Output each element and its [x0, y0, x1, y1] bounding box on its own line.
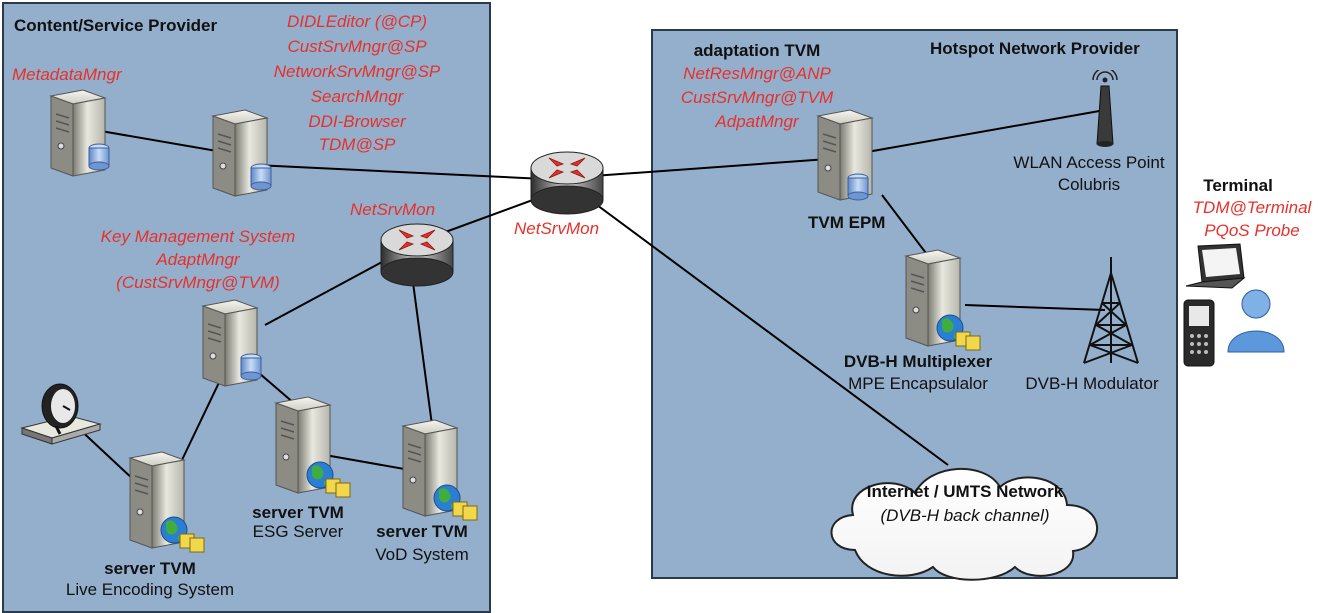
live-server-sub: Live Encoding System — [65, 580, 235, 599]
kms-label-2: AdaptMngr — [156, 250, 240, 269]
center-router-label: NetSrvMon — [514, 219, 600, 238]
cp-label-2: CustSrvMngr@SP — [287, 37, 427, 56]
link-router-cloud — [569, 184, 949, 466]
cloud-title: Internet / UMTS Network — [866, 482, 1064, 501]
link-router-epm — [564, 157, 843, 179]
link-mux-modulator — [964, 304, 1106, 311]
terminal-title: Terminal — [1203, 176, 1273, 195]
metadata-server-icon — [49, 89, 110, 177]
cp-label-3: NetworkSrvMngr@SP — [273, 62, 441, 81]
tvm-epm-server-icon — [816, 109, 874, 201]
link-cp-router — [254, 164, 566, 181]
metadata-mngr-label: MetadataMngr — [12, 65, 122, 84]
link-leftrouter-kms — [264, 254, 396, 326]
cp-label-4: SearchMngr — [310, 87, 404, 106]
satellite-dish-icon — [20, 383, 102, 445]
cp-label-5: DDI-Browser — [308, 112, 406, 131]
link-esg-vod — [324, 454, 411, 471]
tvm-epm-label: TVM EPM — [808, 213, 886, 232]
dvbh-multiplexer-server-icon — [904, 249, 981, 351]
kms-label-1: Key Management System — [100, 227, 296, 246]
live-encoding-server-icon — [128, 451, 205, 553]
adaptation-label-1: NetResMngr@ANP — [683, 64, 831, 83]
adaptation-tvm-title: adaptation TVM — [693, 41, 821, 60]
terminal-label-2: PQoS Probe — [1204, 221, 1300, 240]
left-router-label: NetSrvMon — [350, 200, 436, 219]
esg-server-title: server TVM — [252, 503, 344, 522]
adaptation-label-3: AdpatMngr — [715, 112, 799, 131]
vod-server-icon — [401, 419, 478, 521]
dvbh-mux-title: DVB-H Multiplexer — [843, 352, 993, 371]
cp-label-6: TDM@SP — [318, 135, 396, 154]
wlan-access-point-icon — [1092, 70, 1118, 147]
hotspot-network-provider-title: Hotspot Network Provider — [930, 39, 1140, 58]
terminal-devices-icon — [1183, 243, 1285, 367]
kms-server-icon — [201, 299, 262, 387]
wlan-label-2: Colubris — [1057, 175, 1121, 194]
esg-server-sub: ESG Server — [252, 522, 344, 541]
transmitter-tower-icon — [1083, 257, 1139, 364]
link-epm-wlan — [849, 109, 1106, 156]
internet-cloud-icon — [830, 467, 1099, 581]
cp-label-1: DIDLEditor (@CP) — [286, 12, 428, 31]
dvbh-modulator-label: DVB-H Modulator — [1025, 374, 1159, 393]
vod-server-sub: VoD System — [375, 545, 469, 564]
wlan-label-1: WLAN Access Point — [1013, 153, 1165, 172]
vod-server-title: server TVM — [376, 522, 468, 541]
content-service-provider-title: Content/Service Provider — [14, 16, 218, 35]
left-router-icon — [380, 223, 454, 287]
live-server-title: server TVM — [104, 559, 196, 578]
terminal-label-1: TDM@Terminal — [1192, 198, 1312, 217]
link-leftrouter-vod — [409, 259, 433, 426]
dvbh-mux-sub: MPE Encapsulalor — [848, 374, 988, 393]
kms-label-3: (CustSrvMngr@TVM) — [116, 273, 280, 292]
esg-server-icon — [274, 396, 351, 498]
cloud-subtitle: (DVB-H back channel) — [880, 506, 1050, 525]
center-router-icon — [530, 151, 604, 215]
cp-server-icon — [211, 109, 272, 197]
adaptation-label-2: CustSrvMngr@TVM — [680, 88, 834, 107]
